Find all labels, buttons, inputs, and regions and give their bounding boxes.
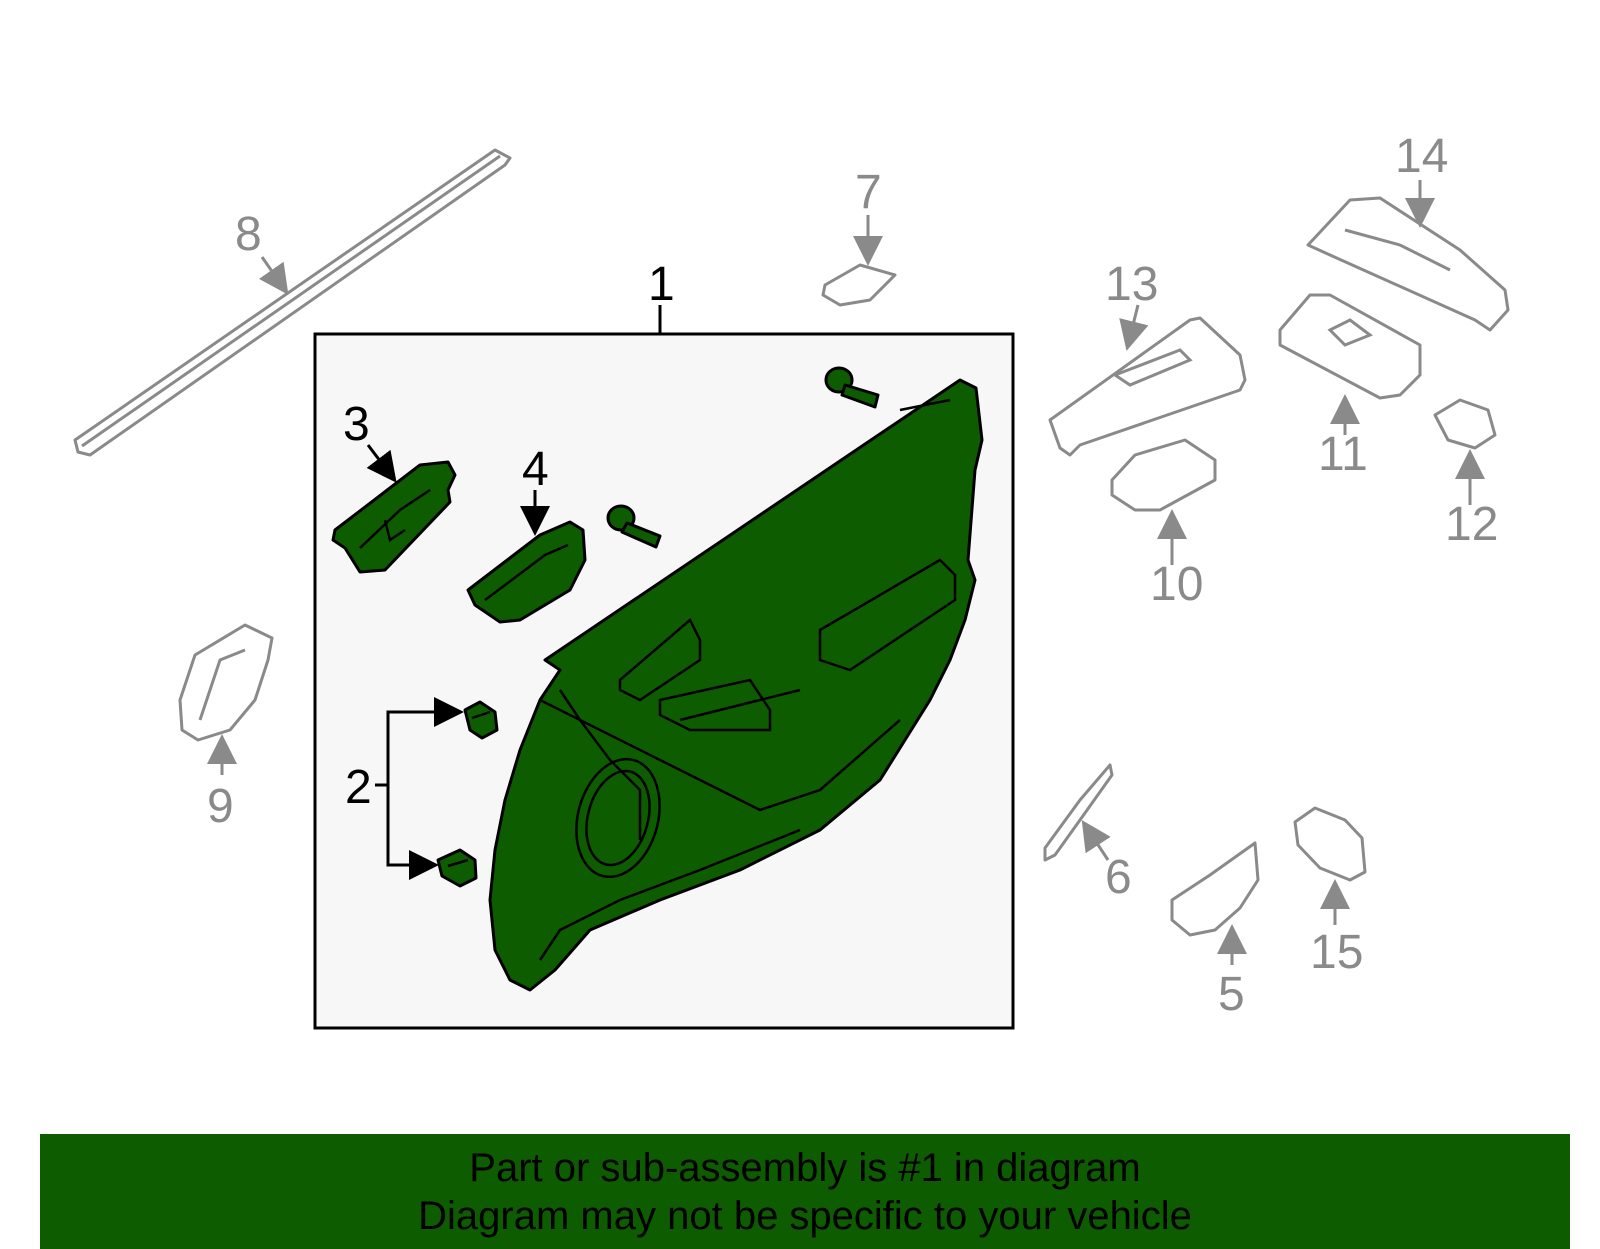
screw-upper-right[interactable] [824,366,880,409]
callout-13: 13 [1105,258,1158,311]
callout-3: 3 [343,398,370,451]
callout-3-leader [366,444,397,483]
info-banner: Part or sub-assembly is #1 in diagram Di… [40,1134,1570,1249]
callout-8: 8 [235,208,262,261]
door-trim-panel[interactable] [488,378,984,992]
screw-middle[interactable] [606,504,662,549]
part-7-pad[interactable] [821,263,897,307]
callout-8-leader [258,256,289,295]
part-5-pad[interactable] [1170,841,1260,937]
callout-2-bracket-lower [386,785,439,880]
part-10-switch[interactable] [1110,438,1217,512]
part-9-bracket[interactable] [178,623,274,742]
callout-1: 1 [648,258,675,311]
banner-line-1: Part or sub-assembly is #1 in diagram [469,1145,1141,1190]
part-2-clip-lower[interactable] [436,848,478,888]
callout-9: 9 [207,780,234,833]
callout-11: 11 [1318,428,1368,481]
callout-2: 2 [345,761,372,814]
part-8-weatherstrip[interactable] [73,148,512,457]
part-13-switch-panel[interactable] [1048,316,1247,457]
banner-line-2: Diagram may not be specific to your vehi… [418,1193,1192,1238]
callout-6-leader [1081,819,1111,861]
callout-10: 10 [1150,558,1203,611]
callout-6: 6 [1105,851,1132,904]
callout-14: 14 [1395,130,1448,183]
part-6-clip[interactable] [1043,763,1114,862]
part-11-main-switch[interactable] [1278,293,1422,400]
callout-2-bracket [386,697,464,785]
part-3-switch-bezel[interactable] [331,460,457,574]
callout-5: 5 [1218,968,1245,1021]
callout-12: 12 [1445,498,1498,551]
callout-4: 4 [522,443,549,496]
part-15-switch[interactable] [1293,806,1367,882]
part-12-small-switch[interactable] [1433,398,1497,450]
part-4-handle-trim[interactable] [466,520,587,624]
callout-13-leader [1119,304,1149,351]
part-2-clip-upper[interactable] [463,700,499,740]
part-14-bezel[interactable] [1306,196,1510,332]
callout-7: 7 [855,166,882,219]
callout-15: 15 [1310,926,1363,979]
